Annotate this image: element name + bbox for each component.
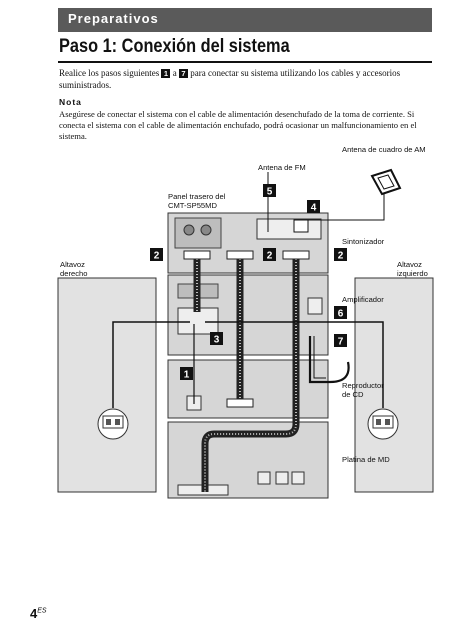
- label-md-deck: Platina de MD: [342, 455, 390, 464]
- label-rear-panel-model: CMT-SP55MD: [168, 201, 217, 210]
- label-rear-panel: Panel trasero del: [168, 192, 226, 201]
- svg-text:4: 4: [311, 203, 317, 214]
- page-title: Paso 1: Conexión del sistema: [59, 36, 290, 57]
- label-speaker-right-side: derecho: [60, 269, 87, 278]
- am-loop-antenna: [305, 168, 402, 230]
- step-badge-2: 2: [334, 248, 347, 262]
- step-badge-2: 2: [263, 248, 276, 262]
- svg-text:3: 3: [214, 335, 220, 346]
- note-text: Asegúrese de conectar el sistema con el …: [59, 109, 417, 141]
- label-amplifier: Amplificador: [342, 295, 384, 304]
- label-am-antenna: Antena de cuadro de AM: [342, 145, 426, 154]
- intro-connector: a: [172, 68, 177, 78]
- label-cd-player: Reproductor: [342, 381, 384, 390]
- label-tuner: Sintonizador: [342, 237, 385, 246]
- step-badge-2: 2: [150, 248, 163, 262]
- step-badge: 1: [161, 69, 171, 79]
- step-badge-4: 4: [307, 200, 320, 214]
- intro-text-after: para conectar su sistema utilizando los …: [59, 68, 401, 90]
- left-speaker: [354, 277, 434, 493]
- section-label: Preparativos: [68, 11, 159, 26]
- svg-text:2: 2: [338, 251, 344, 262]
- label-speaker-left-side: izquierdo: [397, 269, 428, 278]
- left-speaker-cord: [205, 321, 384, 408]
- label-fm-antenna: Antena de FM: [258, 163, 306, 172]
- svg-text:5: 5: [267, 187, 273, 198]
- step-badge: 7: [178, 69, 188, 79]
- title-divider: [58, 61, 432, 63]
- label-speaker-left: Altavoz: [397, 260, 422, 269]
- label-cd-player-2: de CD: [342, 390, 364, 399]
- step-badge-1: 1: [180, 367, 193, 381]
- section-header-bar: Preparativos: [58, 8, 432, 32]
- page-number: 4ES: [30, 606, 47, 621]
- page-language-suffix: ES: [37, 607, 47, 615]
- label-speaker-right: Altavoz: [60, 260, 85, 269]
- note-heading: Nota: [59, 97, 82, 107]
- right-speaker-cord: [112, 321, 190, 408]
- svg-text:6: 6: [338, 309, 344, 320]
- intro-paragraph: Realice los pasos siguientes 1 a 7 para …: [59, 68, 431, 91]
- svg-text:1: 1: [184, 370, 190, 381]
- right-speaker-terminal: [97, 408, 129, 440]
- step-badge-3: 3: [210, 332, 223, 346]
- power-cord: [308, 336, 350, 384]
- intro-text-before: Realice los pasos siguientes: [59, 68, 160, 78]
- svg-text:2: 2: [154, 251, 160, 262]
- svg-text:7: 7: [338, 337, 344, 348]
- step-badge-5: 5: [263, 184, 276, 198]
- step-badge-7: 7: [334, 334, 347, 348]
- svg-text:2: 2: [267, 251, 273, 262]
- step-badge-6: 6: [334, 306, 347, 320]
- right-speaker: [57, 277, 157, 493]
- left-speaker-terminal: [367, 408, 399, 440]
